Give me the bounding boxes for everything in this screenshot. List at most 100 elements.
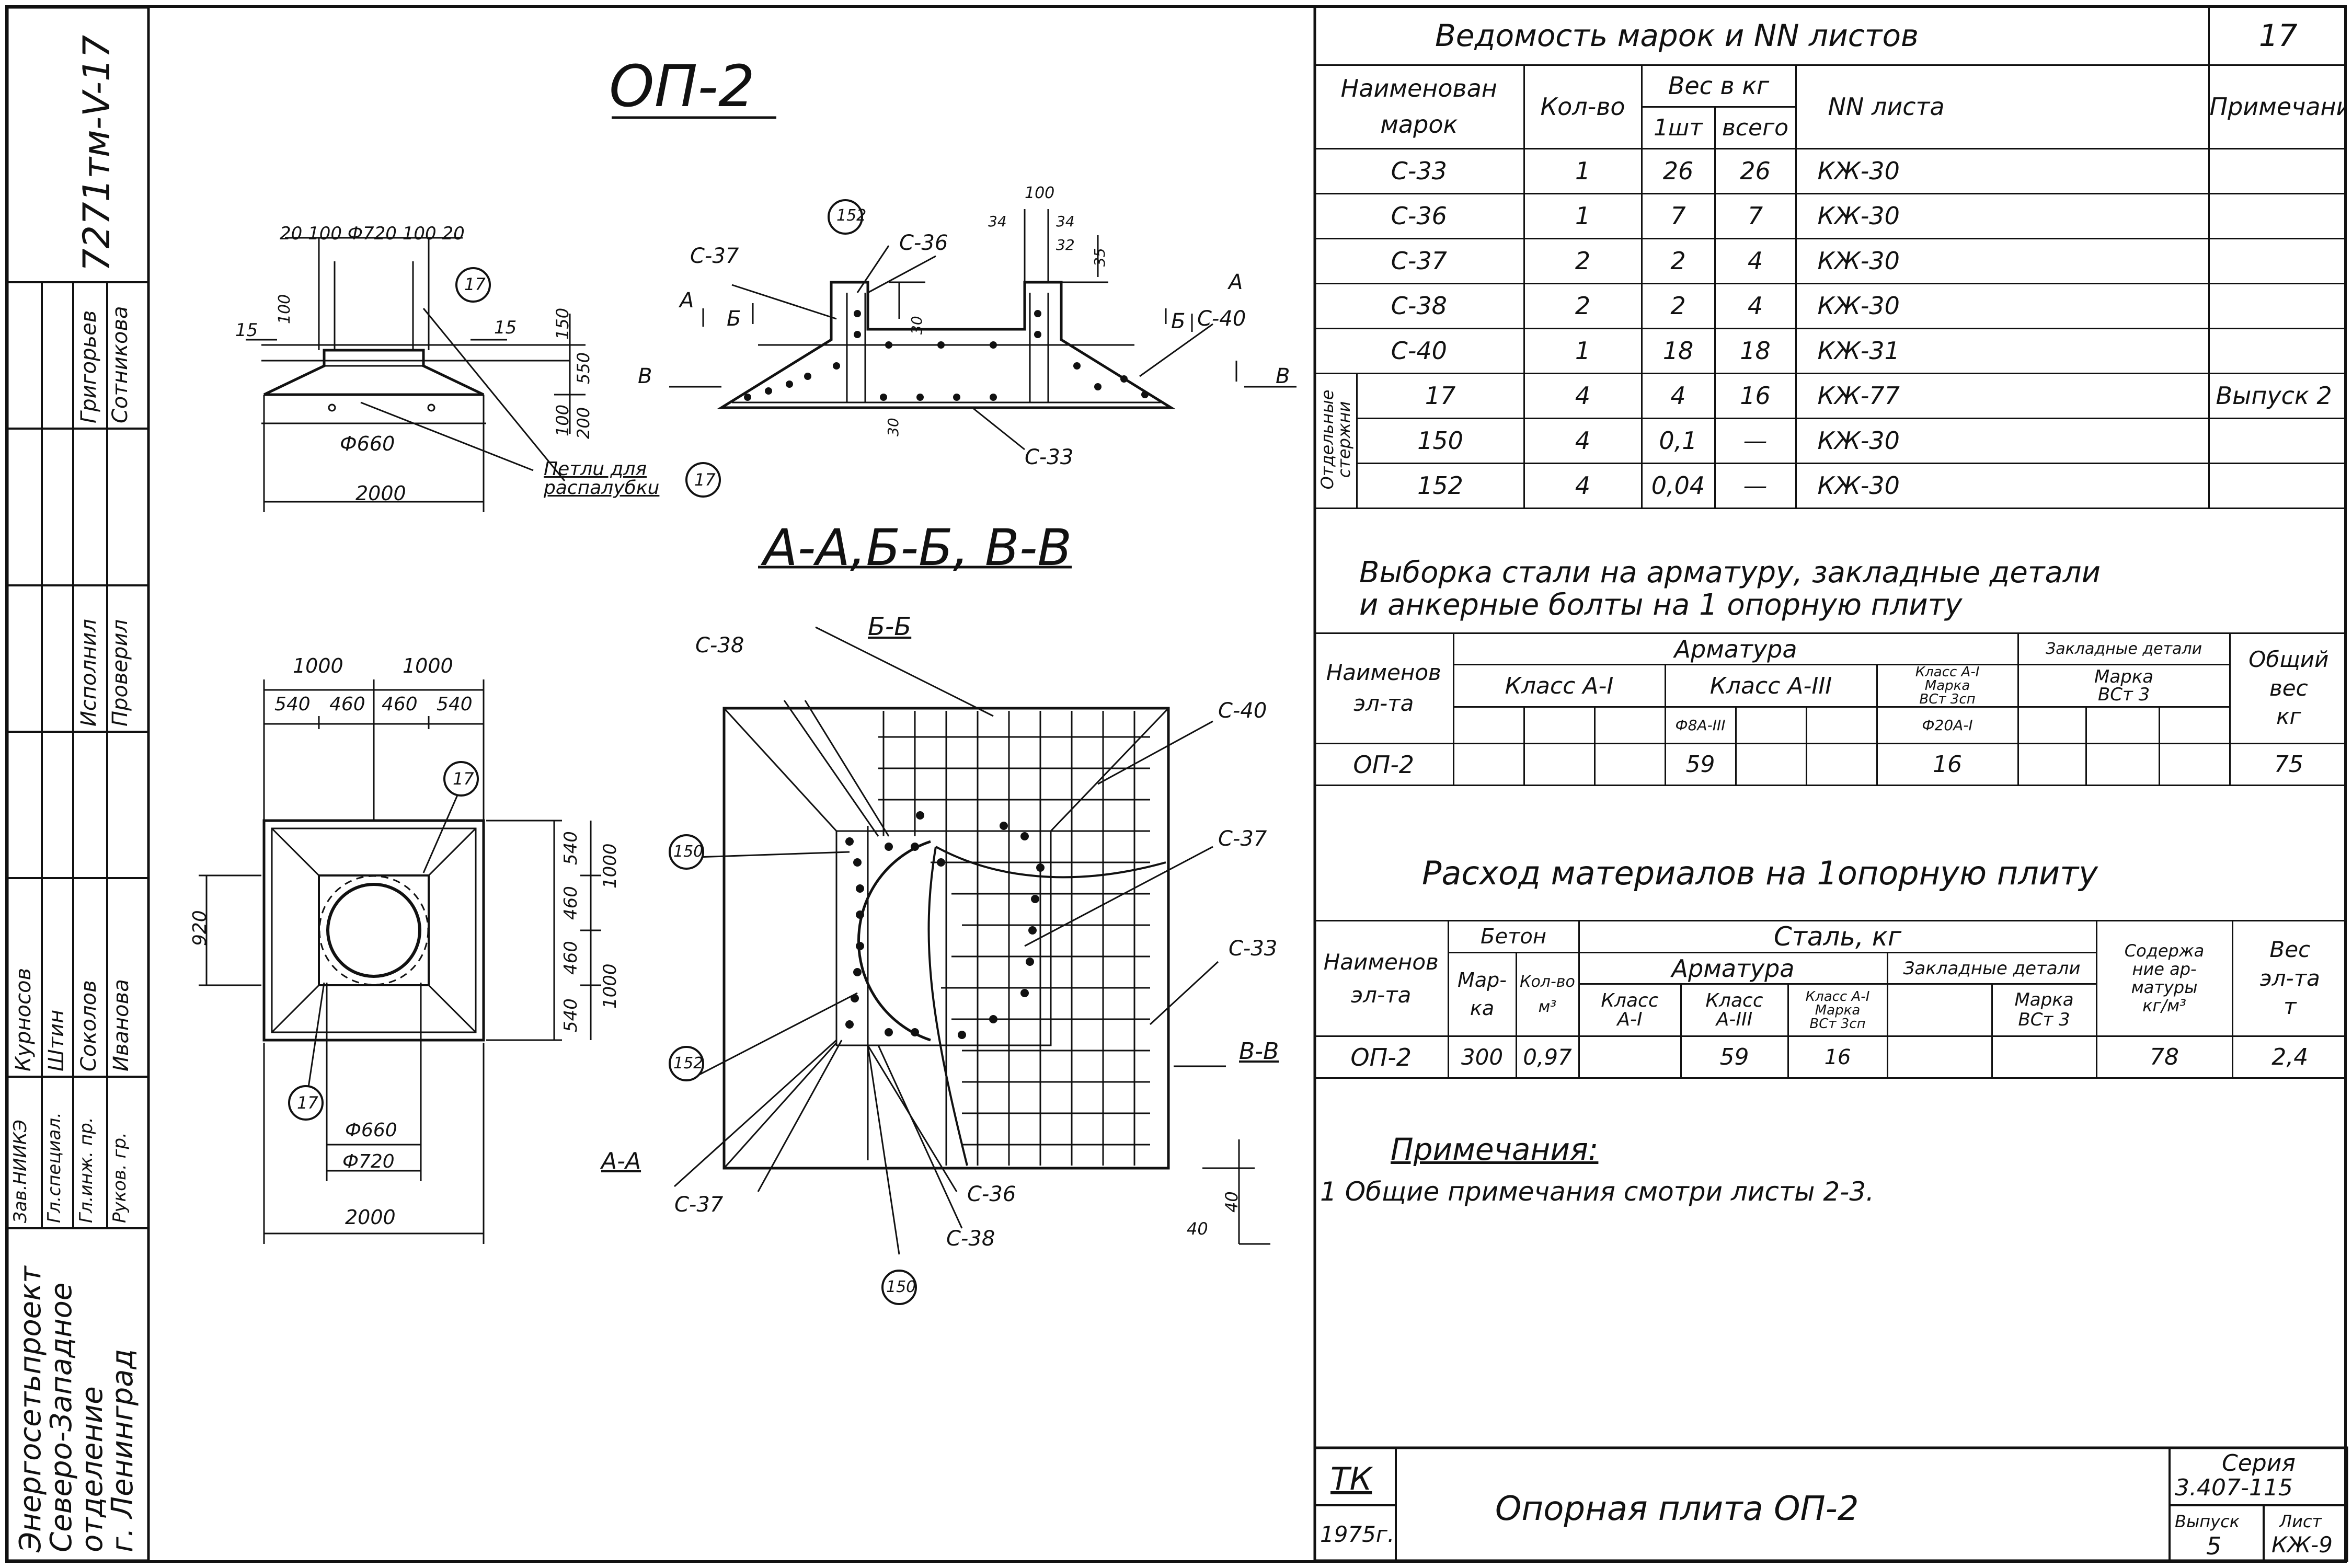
stamp-sheet-label: Лист [2279,1512,2322,1531]
label-c36-plan: С-36 [967,1182,1016,1206]
cut-v-left: В [638,364,652,388]
table-row: Отдельные стержни 17 4 4 16 КЖ-77 Выпуск… [1315,372,2347,509]
marker-17-loops: 17 [694,470,716,490]
table-row: ОП-2 59 16 75 [1315,743,2347,786]
marks-header-note: Примечание [2208,64,2347,149]
dim-s30a: 30 [908,316,925,335]
dim-p1000a: 1000 [293,654,343,677]
marks-header-name: Наименован марок [1315,64,1525,149]
dim-p460a: 460 [329,694,365,715]
label-c36-elev: С-36 [899,231,948,255]
dim-15b: 15 [494,317,517,338]
marks-header-all: всего [1714,106,1797,149]
stamp-series: 3.407-115 [2175,1474,2293,1501]
marks-header-qty: Кол-во [1523,64,1643,149]
cut-b-right: Б [1171,309,1186,333]
section-elevation-drawing [669,209,1297,569]
materials-header-ca1b: Класс А-I Марка ВСт 3сп [1787,983,1888,1037]
stamp-issue-label: Выпуск [2175,1512,2240,1531]
table-row: 150 4 0,1 — КЖ-30 [1315,417,2347,464]
marks-table-page: 17 [2208,7,2347,66]
sidebar-name-4: Соколов [77,980,101,1071]
notes-title: Примечания: [1391,1132,1599,1167]
marks-header-sheet: NN листа [1795,64,2210,149]
steel-table-title: Выборка стали на арматуру, закладные дет… [1359,556,2101,622]
table-row: С-33 1 26 26 КЖ-30 [1315,147,2347,194]
sidebar-role-0: Исполнил [77,619,101,727]
marks-header-weight: Вес в кг [1640,64,1797,108]
marker-152-plan: 152 [673,1054,704,1073]
table-row: С-38 2 2 4 КЖ-30 [1315,282,2347,329]
steel-header-rebar: Арматура [1452,632,2019,665]
materials-header-mark: Мар- ка [1447,952,1517,1037]
cut-a-left: А [680,289,694,313]
dim-s34b: 34 [1056,213,1075,230]
section-plan-drawing [673,626,1270,1255]
dim-s32: 32 [1056,236,1075,253]
op2-elevation-drawing [246,116,776,512]
materials-header-steel: Сталь, кг [1578,920,2097,953]
stamp-org: ТК [1330,1461,1372,1497]
op2-title: ОП-2 [609,53,755,120]
dim-pv460b: 460 [560,941,581,975]
sidebar-name-3: Штин [44,1009,68,1071]
steel-header-class-a1b: Класс А-I Марка ВСт 3сп [1876,664,2019,708]
label-c33-plan: С-33 [1229,937,1278,961]
marker-17-elev: 17 [464,274,486,294]
dim-pd720: Ф720 [342,1151,395,1172]
stamp-frame [1313,1446,2348,1562]
table-row: С-37 2 2 4 КЖ-30 [1315,237,2347,284]
dim-550: 550 [573,352,593,384]
sidebar-name-5: Иванова [109,979,133,1071]
sidebar-role-8: Гл.инж. пр. [76,1117,97,1223]
sidebar-role-6: Зав.НИИКЭ [10,1120,31,1223]
sections-title: А-А,Б-Б, В-В [763,518,1072,577]
table-row: С-36 1 7 7 КЖ-30 [1315,192,2347,239]
marks-table-title: Ведомость марок и NN листов [1315,7,2210,66]
marks-header-one: 1шт [1640,106,1716,149]
sidebar-name-0: Григорьев [77,310,101,423]
materials-header-embedded: Закладные детали [1886,952,2097,985]
loops-label: Петлu для распалубкu [544,458,660,499]
steel-header-class-a1: Класс А-I [1452,664,1666,708]
marker-17-plan-top: 17 [453,769,474,789]
label-vv: В-В [1239,1038,1279,1065]
marker-150-plan: 150 [673,843,704,861]
dim-100: 100 [276,294,294,324]
dim-40a: 40 [1222,1191,1242,1213]
materials-header-vol: Кол-во м³ [1515,952,1580,1037]
dim-pv540b: 540 [560,998,581,1032]
materials-header-rebar: Арматура [1578,952,1888,985]
sidebar-role-9: Руков. гр. [109,1132,130,1223]
table-row: 152 4 0,04 — КЖ-30 [1315,462,2347,509]
dim-pd660: Ф660 [345,1120,397,1141]
dim-200: 200 [573,407,593,439]
marks-table: Ведомость марок и NN листов 17 Наименова… [1315,7,2347,509]
sidebar-sheet-code: 7271тм-V-17 [75,34,118,272]
label-c33-elev: С-33 [1025,445,1074,469]
op2-plan-drawing [199,679,601,1244]
marks-group-cell: Отдельные стержни [1315,372,1358,509]
dim-pv1000b: 1000 [600,963,621,1009]
cut-b-left: Б [727,307,741,331]
section-bb-label: Б-Б [868,612,912,641]
stamp-series-label: Серия [2222,1450,2296,1477]
dim-s100: 100 [1025,184,1055,202]
materials-header-emark: Марка ВСт 3 [1991,983,2097,1037]
dim-150: 150 [553,307,572,340]
dim-s34a: 34 [988,213,1007,230]
dim-p2000: 2000 [345,1206,396,1229]
sidebar-name-2: Курносов [12,967,36,1071]
steel-header-embedded: Закладные детали [2017,632,2231,665]
label-aa: А-А [601,1148,641,1174]
dim-s30b: 30 [885,418,902,436]
dim-p460b: 460 [382,694,418,715]
stamp-year: 1975г. [1320,1521,1395,1547]
dim-p540b: 540 [437,694,473,715]
marker-152-elev: 152 [836,206,867,225]
dim-p920: 920 [189,910,211,946]
sidebar-role-1: Проверил [108,619,132,727]
dim-pv1000a: 1000 [600,843,621,889]
sidebar-name-1: Сотникова [108,306,132,423]
